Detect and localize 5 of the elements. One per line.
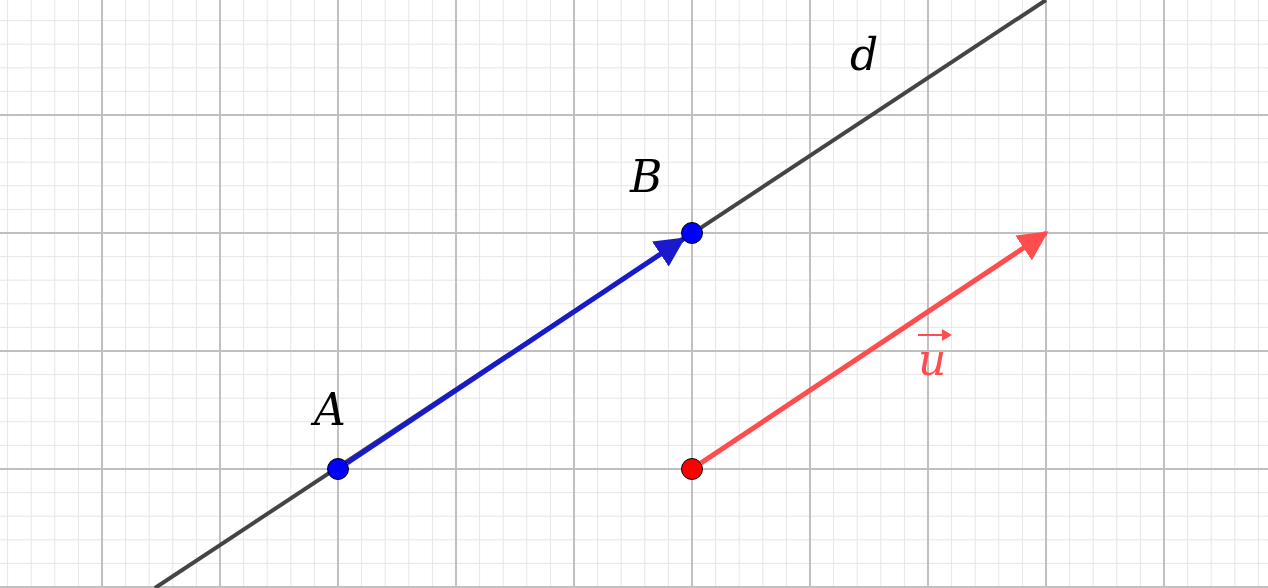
vector-arrow: [699, 230, 1049, 465]
line-label: d: [850, 33, 879, 77]
vector-arrow: [345, 237, 686, 465]
vector-label: u: [918, 328, 953, 382]
point-label: B: [630, 155, 663, 199]
